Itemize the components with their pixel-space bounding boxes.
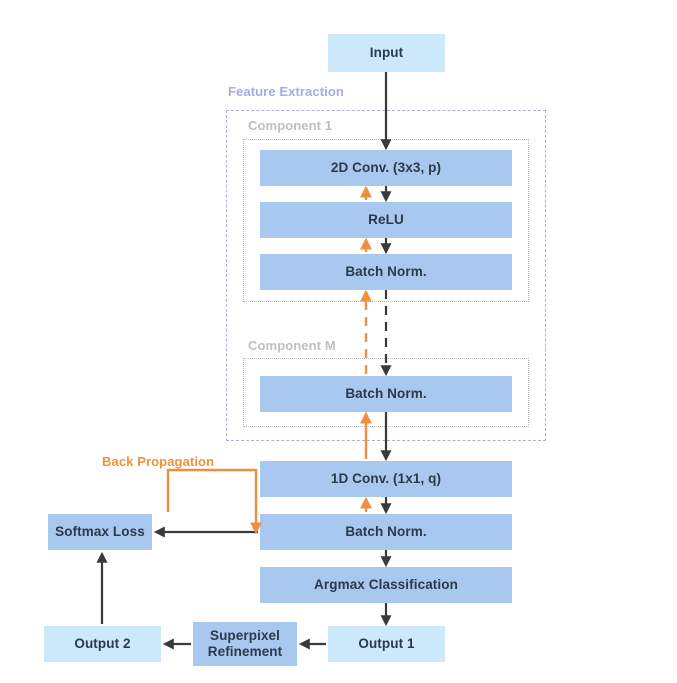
superpixel-line-1: Superpixel (209, 628, 281, 644)
feature-extraction-label: Feature Extraction (228, 84, 344, 99)
component-m-label: Component M (248, 338, 336, 353)
back-propagation-label: Back Propagation (102, 454, 215, 469)
component-1-label: Component 1 (248, 118, 333, 133)
node-input[interactable]: Input (328, 34, 445, 72)
node-batch-norm-m[interactable]: Batch Norm. (260, 376, 512, 412)
node-superpixel-refinement[interactable]: Superpixel Refinement (193, 622, 297, 666)
node-conv1d[interactable]: 1D Conv. (1x1, q) (260, 461, 512, 497)
node-output-2[interactable]: Output 2 (44, 626, 161, 662)
node-conv2d[interactable]: 2D Conv. (3x3, p) (260, 150, 512, 186)
arrow-backprop-softmax-to-batchnorm2 (166, 468, 262, 535)
node-argmax[interactable]: Argmax Classification (260, 567, 512, 603)
superpixel-line-2: Refinement (207, 644, 283, 659)
node-softmax-loss[interactable]: Softmax Loss (48, 514, 152, 550)
node-batch-norm-1[interactable]: Batch Norm. (260, 254, 512, 290)
node-relu[interactable]: ReLU (260, 202, 512, 238)
node-output-1[interactable]: Output 1 (328, 626, 445, 662)
node-batch-norm-2[interactable]: Batch Norm. (260, 514, 512, 550)
